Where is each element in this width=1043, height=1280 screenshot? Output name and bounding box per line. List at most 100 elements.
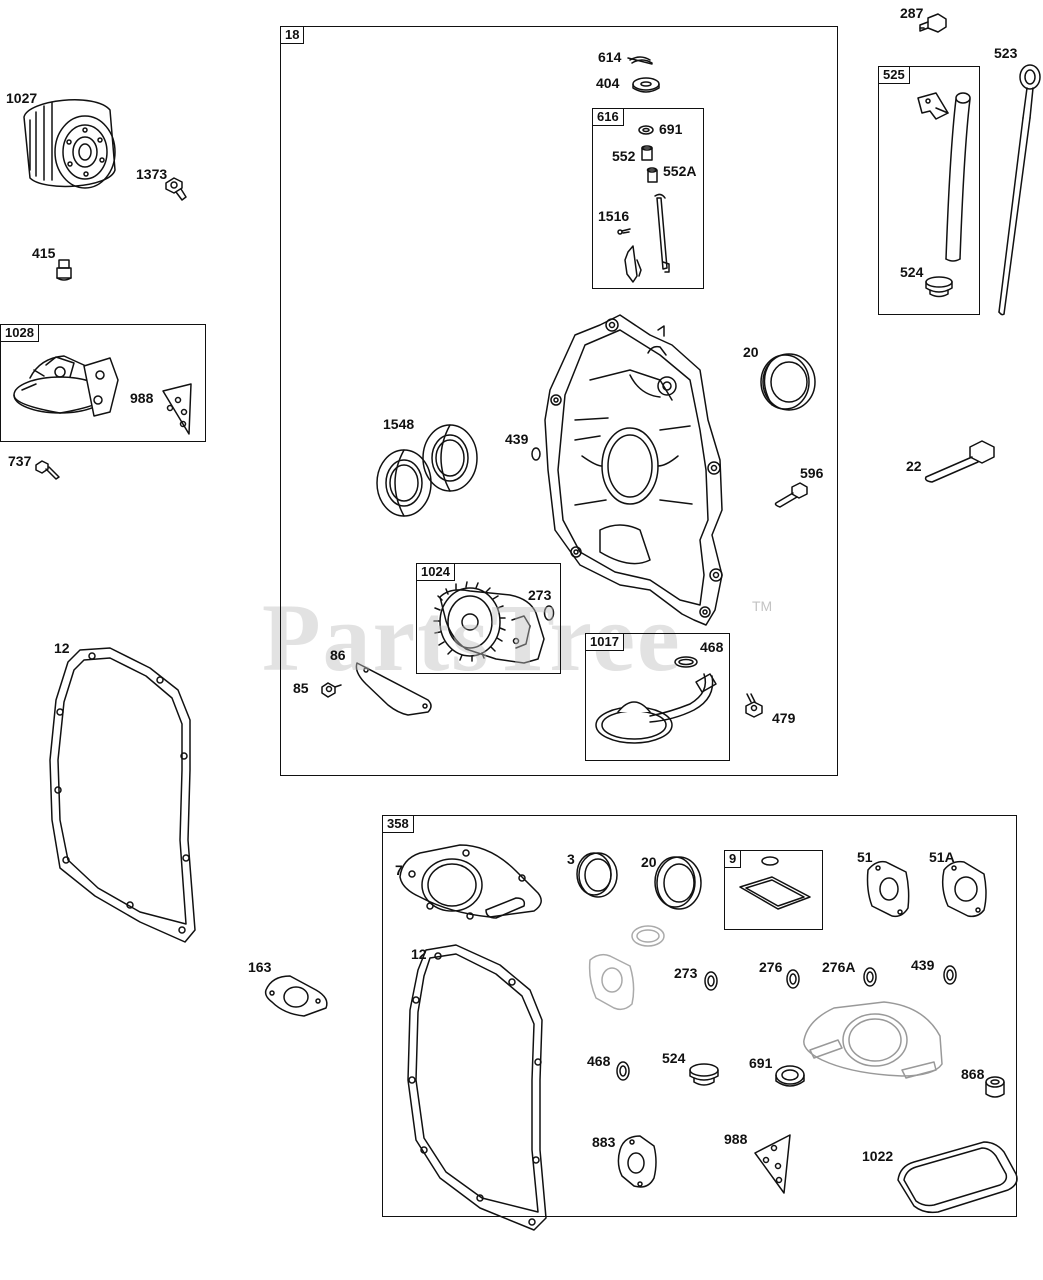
washer-276A-icon[interactable] <box>863 967 877 987</box>
plug-415-icon[interactable] <box>56 259 72 281</box>
label-479[interactable]: 479 <box>772 710 796 726</box>
label-3[interactable]: 3 <box>567 851 575 867</box>
label-883[interactable]: 883 <box>592 1134 616 1150</box>
label-12-left[interactable]: 12 <box>54 640 70 656</box>
label-276A[interactable]: 276A <box>822 959 856 975</box>
bolt-85-icon[interactable] <box>321 682 342 698</box>
bolt-287-icon[interactable] <box>919 13 947 33</box>
group-616-tag: 616 <box>592 108 624 126</box>
valve-seal-868-icon[interactable] <box>985 1076 1005 1098</box>
gasket-12-icon[interactable] <box>49 647 196 943</box>
gasket-988-icon[interactable] <box>162 383 192 435</box>
label-273-top[interactable]: 273 <box>528 587 552 603</box>
filter-adapter-1028-icon[interactable] <box>13 355 119 417</box>
bolt-479-icon[interactable] <box>745 693 763 718</box>
oil-pump-1024-icon[interactable] <box>433 581 545 664</box>
bolt-22-icon[interactable] <box>924 440 995 483</box>
seal-691-kit-icon[interactable] <box>775 1065 805 1087</box>
label-85[interactable]: 85 <box>293 680 309 696</box>
washer-439-kit-icon[interactable] <box>943 965 957 985</box>
bearing-1548-icon[interactable] <box>376 424 478 517</box>
group-1017-frame <box>585 633 730 761</box>
pin-614-icon[interactable] <box>627 56 653 65</box>
label-1516[interactable]: 1516 <box>598 208 630 224</box>
gasket-faint-icon <box>588 953 635 1011</box>
screen-86-icon[interactable] <box>355 662 432 716</box>
label-691-top[interactable]: 691 <box>659 121 683 137</box>
label-614[interactable]: 614 <box>598 49 622 65</box>
dipstick-523-icon[interactable] <box>998 64 1041 316</box>
label-1548[interactable]: 1548 <box>383 416 415 432</box>
label-1027[interactable]: 1027 <box>6 90 38 106</box>
label-439-kit[interactable]: 439 <box>911 957 935 973</box>
oring-468-icon[interactable] <box>674 656 698 668</box>
gasket-51A-icon[interactable] <box>941 860 987 918</box>
label-7[interactable]: 7 <box>395 862 403 878</box>
label-468-kit[interactable]: 468 <box>587 1053 611 1069</box>
label-552[interactable]: 552 <box>612 148 636 164</box>
label-868[interactable]: 868 <box>961 1066 985 1082</box>
label-22[interactable]: 22 <box>906 458 922 474</box>
group-1024-tag: 1024 <box>416 563 455 581</box>
label-439-top[interactable]: 439 <box>505 431 529 447</box>
gasket-163-icon[interactable] <box>264 975 328 1017</box>
label-163[interactable]: 163 <box>248 959 272 975</box>
oil-filter-1027-icon[interactable] <box>23 99 116 189</box>
head-gasket-7-icon[interactable] <box>399 844 542 920</box>
gasket-51-icon[interactable] <box>866 860 910 918</box>
group-1028-tag: 1028 <box>0 324 39 342</box>
washer-404-icon[interactable] <box>632 77 660 93</box>
fitting-1373-icon[interactable] <box>165 177 187 201</box>
washer-273-icon[interactable] <box>543 605 555 621</box>
oil-pickup-1017-icon[interactable] <box>595 673 717 744</box>
label-404[interactable]: 404 <box>596 75 620 91</box>
plug-524-kit-icon[interactable] <box>689 1063 719 1086</box>
label-86[interactable]: 86 <box>330 647 346 663</box>
seal-20-icon[interactable] <box>760 353 816 411</box>
label-287[interactable]: 287 <box>900 5 924 21</box>
label-12-kit[interactable]: 12 <box>411 946 427 962</box>
label-1022[interactable]: 1022 <box>862 1148 894 1164</box>
gasket-988-kit-icon[interactable] <box>754 1134 791 1194</box>
group-525-frame <box>878 66 980 315</box>
label-988-top[interactable]: 988 <box>130 390 154 406</box>
label-524-top[interactable]: 524 <box>900 264 924 280</box>
group-358-tag: 358 <box>382 815 414 833</box>
ring-faint-icon <box>631 925 665 947</box>
gasket-12-kit-icon[interactable] <box>407 944 547 1231</box>
label-596[interactable]: 596 <box>800 465 824 481</box>
label-523[interactable]: 523 <box>994 45 1018 61</box>
label-273-kit[interactable]: 273 <box>674 965 698 981</box>
oring-468-kit-icon[interactable] <box>616 1061 630 1081</box>
label-276[interactable]: 276 <box>759 959 783 975</box>
label-415[interactable]: 415 <box>32 245 56 261</box>
label-51A[interactable]: 51A <box>929 849 955 865</box>
label-20-kit[interactable]: 20 <box>641 854 657 870</box>
seal-3-icon[interactable] <box>576 852 618 898</box>
gasket-883-icon[interactable] <box>617 1135 657 1188</box>
washer-273-kit-icon[interactable] <box>704 971 718 991</box>
washer-439-icon[interactable] <box>531 447 541 461</box>
group-9-tag: 9 <box>724 850 742 868</box>
washer-276-icon[interactable] <box>786 969 800 989</box>
label-468-top[interactable]: 468 <box>700 639 724 655</box>
label-552A[interactable]: 552A <box>663 163 697 179</box>
dipstick-tube-525-icon[interactable] <box>917 92 971 262</box>
label-524-kit[interactable]: 524 <box>662 1050 686 1066</box>
group-525-tag: 525 <box>878 66 910 84</box>
governor-616-icon[interactable] <box>617 125 670 283</box>
head-gasket-faint-icon <box>803 1001 943 1079</box>
label-20-top[interactable]: 20 <box>743 344 759 360</box>
bolt-737-icon[interactable] <box>35 460 60 480</box>
label-691-kit[interactable]: 691 <box>749 1055 773 1071</box>
label-737[interactable]: 737 <box>8 453 32 469</box>
label-1373[interactable]: 1373 <box>136 166 168 182</box>
seal-20-kit-icon[interactable] <box>654 856 702 910</box>
label-988-kit[interactable]: 988 <box>724 1131 748 1147</box>
crankcase-cover-icon[interactable] <box>544 314 723 626</box>
label-51[interactable]: 51 <box>857 849 873 865</box>
gasket-9-icon[interactable] <box>739 856 811 910</box>
plug-524-icon[interactable] <box>925 276 953 298</box>
bolt-596-icon[interactable] <box>774 482 808 508</box>
